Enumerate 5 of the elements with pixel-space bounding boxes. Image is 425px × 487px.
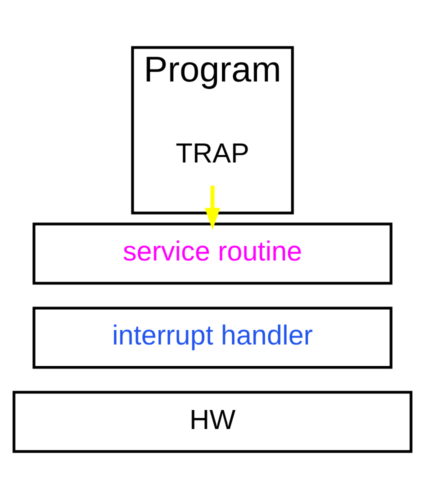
node-box: interrupt handler xyxy=(32,306,392,368)
node-text: TRAP xyxy=(176,137,250,168)
node-box: HW xyxy=(12,390,412,452)
arrow xyxy=(204,185,220,230)
node-box: service routine xyxy=(32,222,392,284)
